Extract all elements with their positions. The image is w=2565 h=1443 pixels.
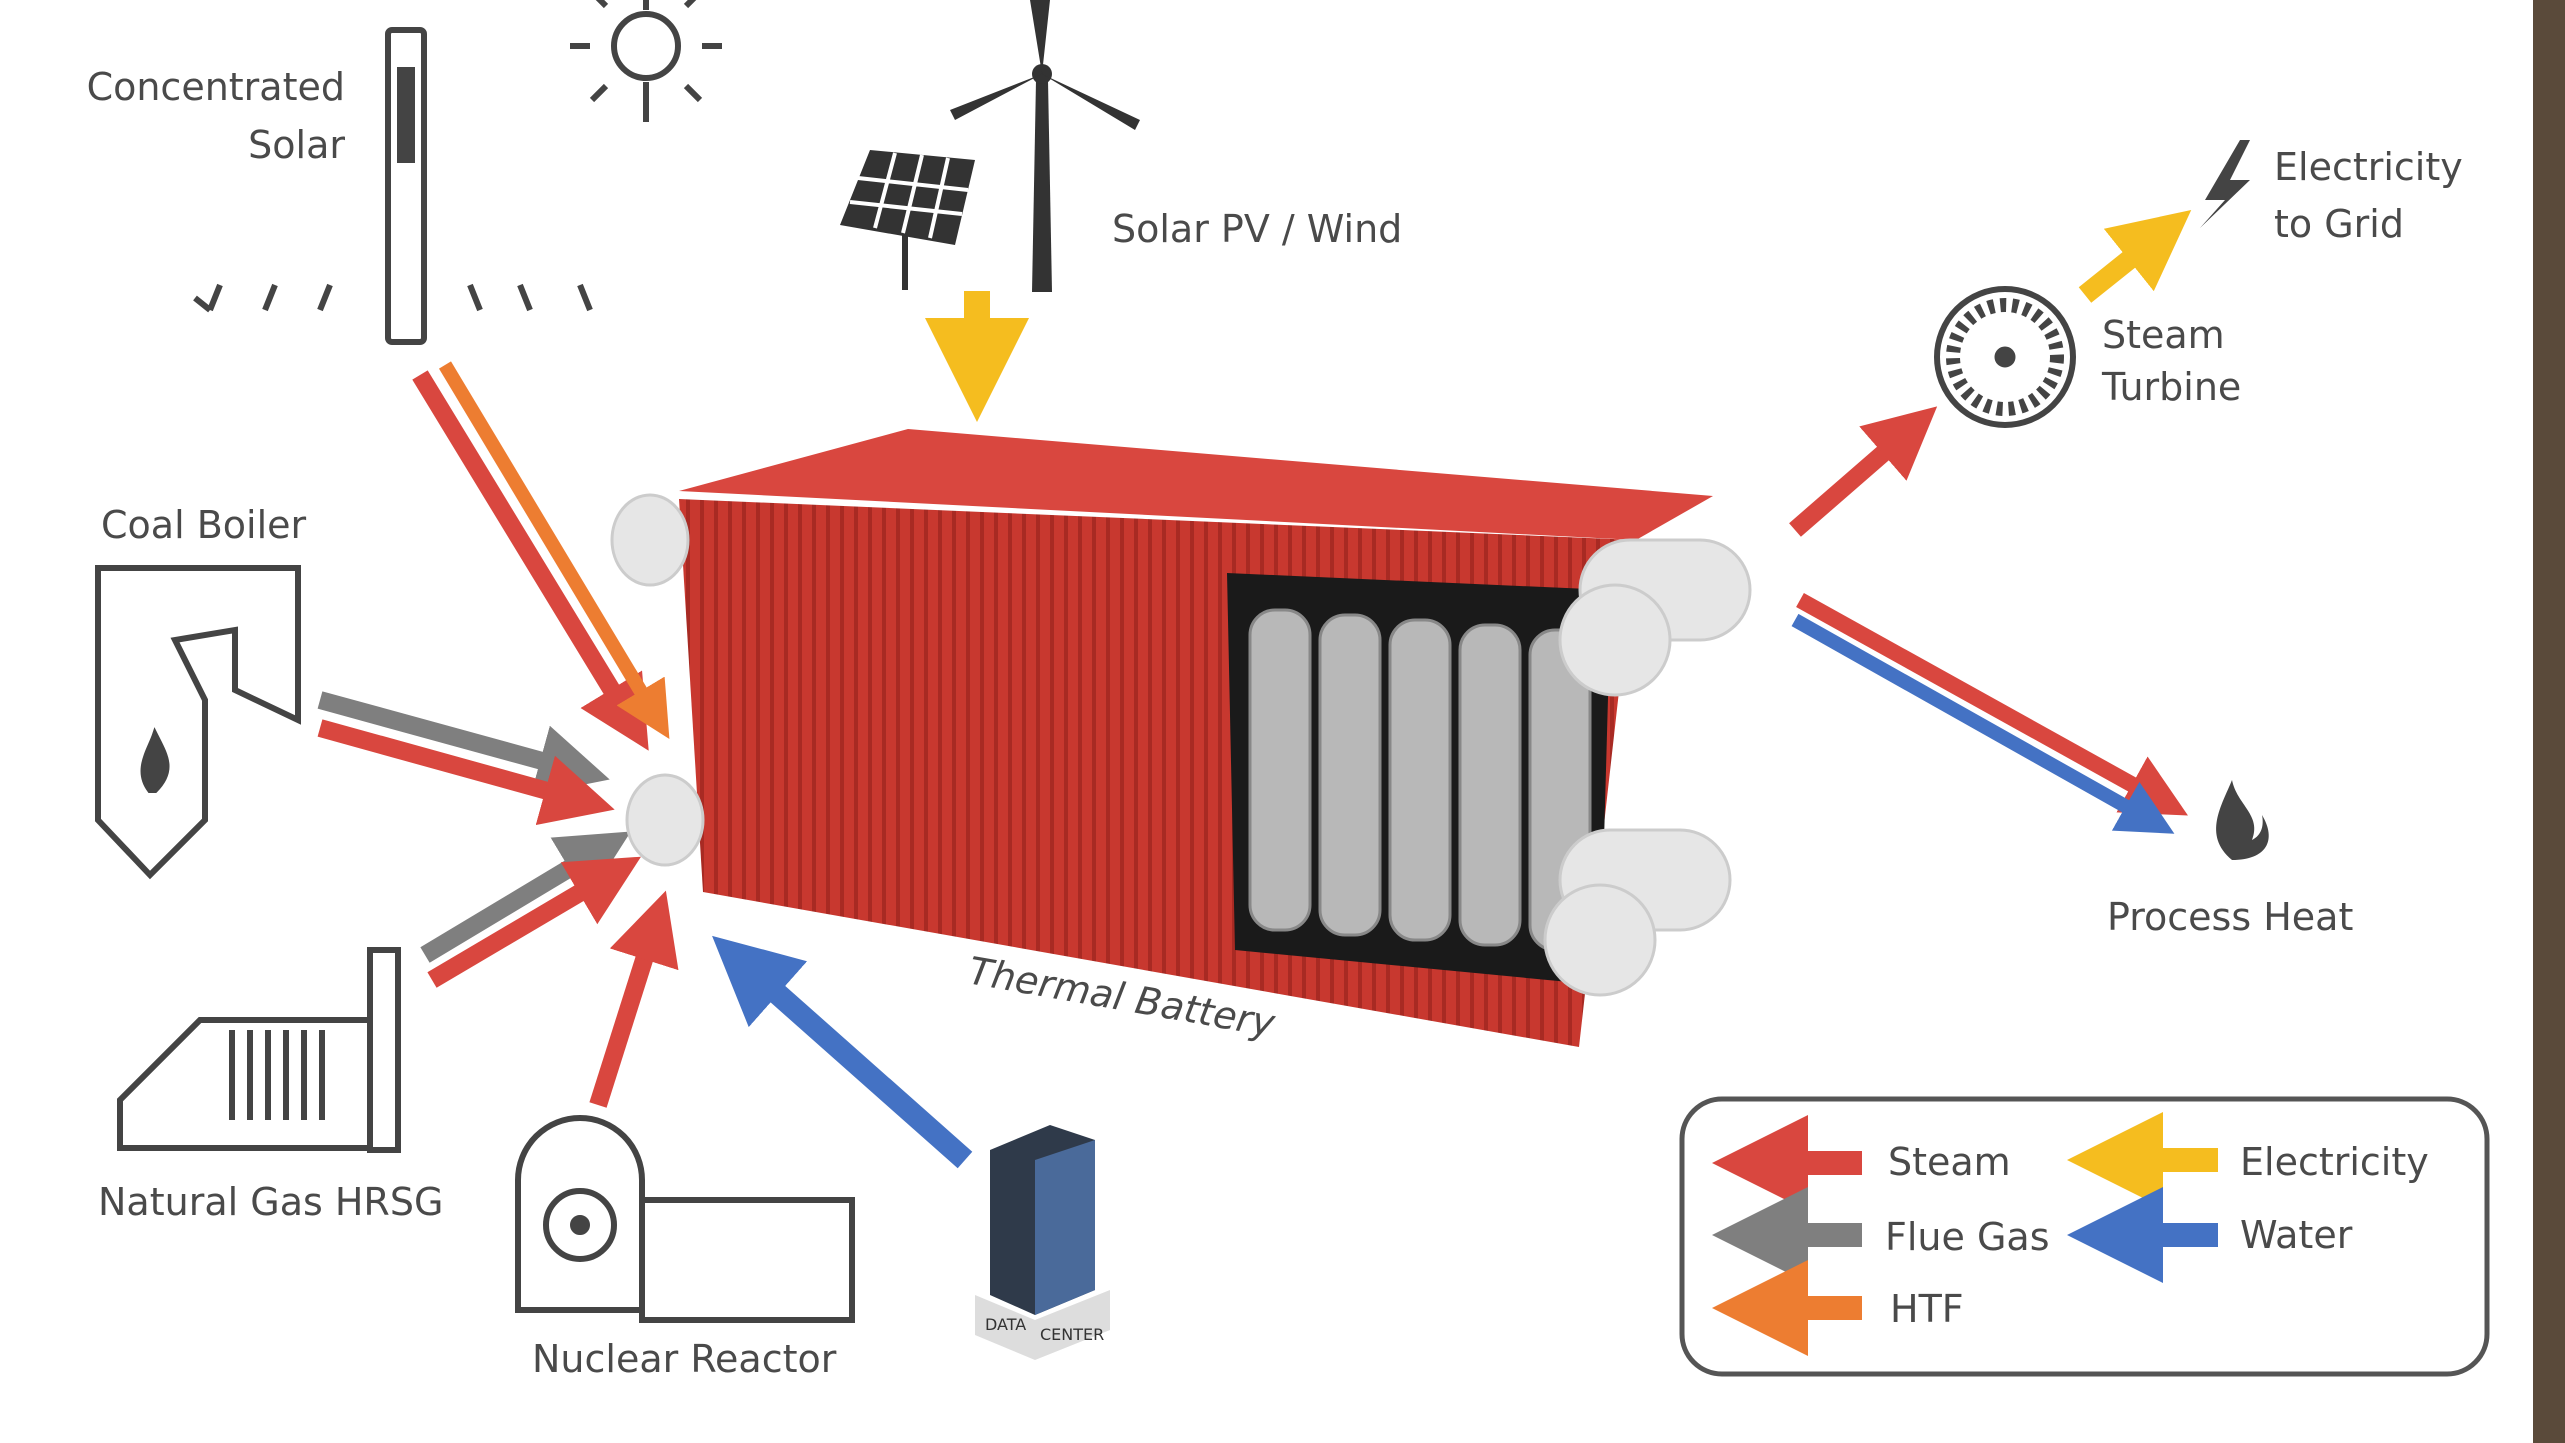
legend-item-electricity: Electricity (2067, 1112, 2429, 1208)
steam-to-process-arrow (1796, 593, 2188, 816)
legend-item-flue-gas: Flue Gas (1712, 1187, 2050, 1283)
legend: Steam Electricity Flue Gas Water HTF (1679, 1096, 2490, 1377)
csp-steam-arrow (412, 370, 649, 751)
steam-turbine-label: Steam (2102, 313, 2225, 357)
steam-turbine-icon (1934, 286, 2076, 428)
steam-to-turbine-arrow (1789, 406, 1938, 537)
data-center-label: DATA (985, 1315, 1026, 1334)
wind-turbine-icon (950, 0, 1140, 292)
legend-item-htf: HTF (1712, 1260, 1964, 1356)
svg-text:Steam: Steam (1888, 1140, 2011, 1184)
coal-boiler-label: Coal Boiler (101, 503, 307, 547)
nuclear-reactor-label: Nuclear Reactor (532, 1337, 837, 1381)
thermal-battery-container (610, 429, 1752, 1047)
svg-text:Water: Water (2240, 1213, 2353, 1257)
water-to-process-arrow (1791, 613, 2175, 834)
electricity-to-grid-label: Electricity (2274, 145, 2463, 189)
sun-icon (570, 0, 722, 122)
data-center-icon (975, 1125, 1110, 1360)
background-photo-strip (2533, 0, 2565, 1443)
solar-pv-wind-label: Solar PV / Wind (1112, 207, 1402, 251)
solar-panel-icon (840, 150, 975, 290)
csp-htf-arrow (438, 361, 670, 740)
process-heat-label: Process Heat (2107, 895, 2353, 939)
nuclear-reactor-icon (515, 1115, 855, 1323)
gas-steam-arrow (427, 856, 642, 988)
coal-boiler-icon (95, 565, 301, 880)
nuclear-steam-arrow (589, 890, 679, 1108)
flame-icon (2216, 780, 2269, 860)
coal-flue-gas-arrow (317, 691, 610, 796)
lightning-icon (2200, 140, 2250, 228)
svg-text:HTF: HTF (1890, 1287, 1964, 1331)
coal-steam-arrow (317, 719, 615, 826)
legend-item-steam: Steam (1712, 1115, 2011, 1211)
concentrated-solar-icon (193, 27, 593, 345)
data-center-label-2: CENTER (1040, 1325, 1104, 1344)
electricity-to-grid-arrow (2078, 210, 2192, 303)
concentrated-solar-label-2: Solar (248, 123, 345, 167)
electricity-to-grid-label-2: to Grid (2274, 202, 2404, 246)
natural-gas-hrsg-icon (117, 947, 401, 1153)
water-input-arrow (712, 935, 973, 1169)
svg-text:Electricity: Electricity (2240, 1140, 2429, 1184)
concentrated-solar-label: Concentrated (87, 65, 345, 109)
svg-text:Flue Gas: Flue Gas (1885, 1215, 2050, 1259)
natural-gas-hrsg-label: Natural Gas HRSG (98, 1180, 443, 1224)
steam-turbine-label-2: Turbine (2101, 365, 2241, 409)
legend-item-water: Water (2067, 1187, 2353, 1283)
